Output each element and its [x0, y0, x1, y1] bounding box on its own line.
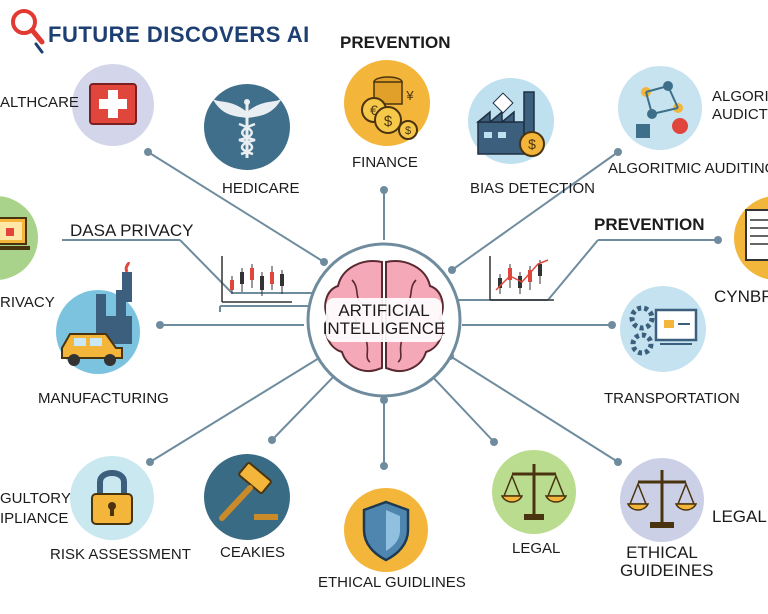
- label-privacy-left: RIVACY: [0, 294, 55, 311]
- gears-screen-icon: [629, 305, 698, 356]
- label-ceakies: CEAKIES: [220, 544, 286, 561]
- candlestick-chart-icon-right: [489, 256, 554, 301]
- car-factory-icon: [61, 290, 132, 366]
- brain-icon: [306, 242, 462, 398]
- ethical-guidelines-node: [344, 488, 428, 572]
- cynbre-node: [734, 196, 768, 280]
- svg-text:$: $: [528, 136, 536, 152]
- medical-cross-icon: [89, 83, 137, 125]
- laptop-lock-icon: [0, 217, 30, 250]
- network-shield-icon: [636, 81, 688, 138]
- legal-node: [492, 450, 576, 534]
- label-regulatory-1: GULTORY: [0, 490, 71, 507]
- label-manufacturing: MANUFACTURING: [38, 390, 169, 407]
- scales-icon: [500, 464, 568, 520]
- gavel-icon: [219, 462, 278, 521]
- label-healthcare: ALTHCARE: [0, 94, 79, 111]
- hedicare-node: [204, 84, 290, 170]
- svg-text:$: $: [405, 125, 411, 137]
- caduceus-icon: [212, 98, 282, 158]
- algorithmic-node: [618, 66, 702, 150]
- shield-icon: [362, 500, 410, 562]
- label-hedicare: HEDICARE: [222, 180, 300, 197]
- center-label-line1: ARTIFICIAL: [338, 301, 430, 320]
- label-regulatory-2: IPLIANCE: [0, 510, 69, 527]
- label-risk-assessment: RISK ASSESSMENT: [50, 546, 191, 563]
- center-hub: ARTIFICIAL INTELLIGENCE: [304, 240, 464, 400]
- svg-text:€: €: [370, 102, 378, 118]
- label-algoritmic-auditing: ALGORITMIC AUDITING: [608, 160, 768, 177]
- chimney-icon: [122, 262, 132, 302]
- svg-text:¥: ¥: [405, 88, 414, 103]
- label-prevention-right: PREVENTION: [594, 215, 705, 234]
- brand-logo: FUTURE DISCOVERS AI: [6, 6, 316, 54]
- label-legal-bottom: LEGAL: [512, 540, 561, 557]
- label-prevention-top: PREVENTION: [340, 33, 451, 52]
- transportation-node: [620, 286, 706, 372]
- padlock-icon: [91, 470, 133, 525]
- privacy-node: [0, 196, 38, 280]
- bias-detection-node: $: [468, 78, 554, 164]
- coins-icon: € $ $ ¥: [361, 76, 418, 140]
- label-transportation: TRANSPORTATION: [604, 390, 740, 407]
- risk-assessment-node: [70, 456, 154, 540]
- brand-name: FUTURE DISCOVERS AI: [48, 22, 310, 47]
- healthcare-node: [72, 64, 154, 146]
- label-ethical-guideines-1: ETHICAL: [626, 543, 698, 562]
- candlestick-chart-icon-left: [221, 256, 292, 303]
- label-dasa-privacy: DASA PRIVACY: [70, 221, 194, 240]
- label-ethical-guideines-2: GUIDEINES: [620, 561, 714, 580]
- label-legal-right: LEGAL: [712, 507, 767, 526]
- document-icon: [745, 209, 768, 261]
- legal-right-node: [620, 458, 704, 542]
- factory-dollar-icon: $: [475, 91, 545, 157]
- label-cynbre: CYNBRE: [714, 287, 768, 306]
- scales-icon-right: [626, 470, 698, 528]
- magnifier-logo-icon: [11, 9, 45, 54]
- center-label-line2: INTELLIGENCE: [322, 319, 446, 338]
- finance-node: € $ $ ¥: [344, 60, 430, 146]
- svg-text:$: $: [384, 113, 393, 130]
- label-algorithmic-top-1: ALGORITM: [712, 88, 768, 105]
- label-bias-detection: BIAS DETECTION: [470, 180, 596, 197]
- manufacturing-node: [56, 290, 140, 374]
- label-algorithmic-top-2: AUDICTIN: [712, 106, 768, 123]
- label-ethical-guidlines: ETHICAL GUIDLINES: [318, 574, 466, 591]
- label-finance: FINANCE: [352, 154, 418, 171]
- ceakies-node: [204, 454, 290, 540]
